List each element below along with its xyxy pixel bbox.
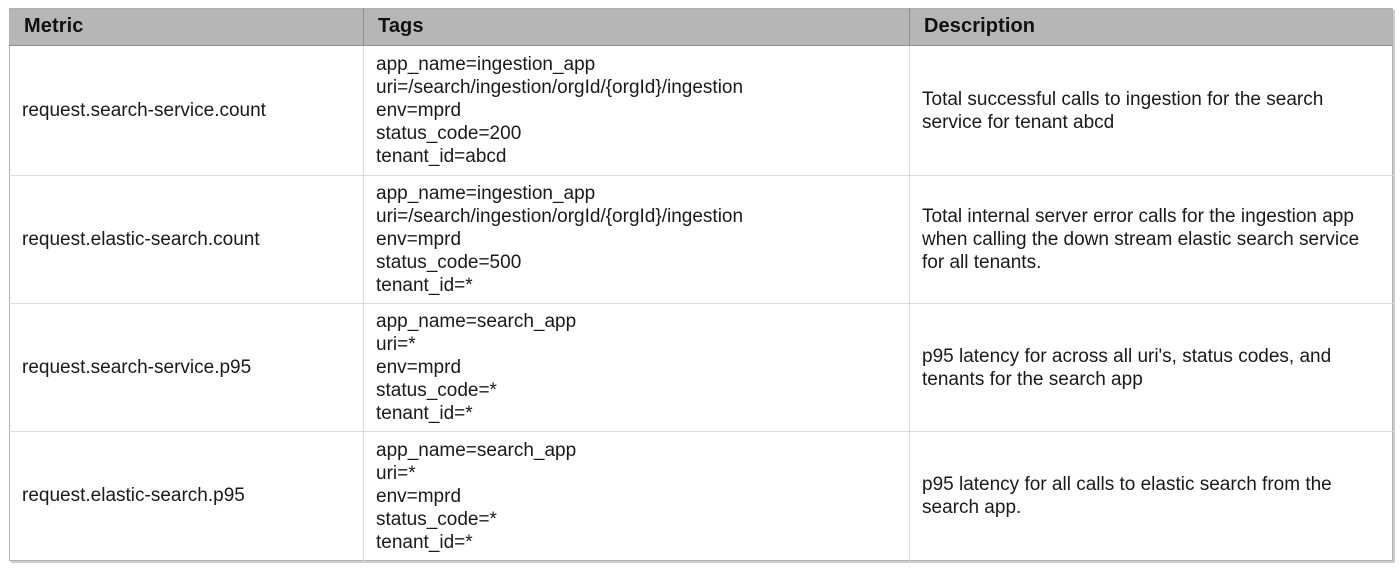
- tag-uri: uri=*: [376, 462, 416, 484]
- table-row: request.search-service.count app_name=in…: [9, 45, 1393, 176]
- tag-tenant-id: tenant_id=*: [376, 531, 473, 553]
- tag-status-code: status_code=500: [376, 252, 522, 273]
- tag-uri: uri=*: [376, 334, 416, 355]
- description-text: p95 latency for across all uri's, status…: [922, 345, 1332, 390]
- tag-env: env=mprd: [376, 357, 462, 378]
- tag-env: env=mprd: [376, 485, 462, 507]
- table-row: request.elastic-search.count app_name=in…: [9, 175, 1393, 304]
- tag-env: env=mprd: [376, 229, 462, 250]
- description-cell: p95 latency for all calls to elastic sea…: [909, 431, 1393, 561]
- metric-name-cell: request.search-service.p95: [9, 303, 364, 432]
- column-header-metric: Metric: [9, 8, 364, 46]
- tags-cell: app_name=ingestion_app uri=/search/inges…: [363, 45, 910, 176]
- description-cell: p95 latency for across all uri's, status…: [909, 303, 1393, 432]
- table-header-row: Metric Tags Description: [9, 8, 1393, 46]
- tag-env: env=mprd: [376, 100, 462, 121]
- tag-app-name: app_name=ingestion_app: [376, 183, 596, 204]
- metrics-table: Metric Tags Description request.search-s…: [9, 8, 1393, 561]
- description-cell: Total internal server error calls for th…: [909, 175, 1393, 304]
- tags-cell: app_name=ingestion_app uri=/search/inges…: [363, 175, 910, 304]
- column-header-description: Description: [909, 8, 1393, 46]
- table-header: Metric Tags Description: [9, 8, 1393, 46]
- description-text: p95 latency for all calls to elastic sea…: [922, 474, 1332, 518]
- table-body: request.search-service.count app_name=in…: [9, 45, 1393, 561]
- tag-app-name: app_name=search_app: [376, 311, 577, 332]
- column-header-tags: Tags: [363, 8, 910, 46]
- tag-status-code: status_code=*: [376, 380, 497, 401]
- tag-tenant-id: tenant_id=abcd: [376, 146, 507, 167]
- table-row: request.search-service.p95 app_name=sear…: [9, 303, 1393, 432]
- table-row: request.elastic-search.p95 app_name=sear…: [9, 431, 1393, 561]
- metric-name-cell: request.search-service.count: [9, 45, 364, 176]
- metric-name-cell: request.elastic-search.p95: [9, 431, 364, 561]
- tag-tenant-id: tenant_id=*: [376, 403, 473, 424]
- tag-app-name: app_name=ingestion_app: [376, 54, 596, 75]
- tag-uri: uri=/search/ingestion/orgId/{orgId}/inge…: [376, 77, 744, 98]
- description-text: Total successful calls to ingestion for …: [922, 88, 1324, 133]
- tags-cell: app_name=search_app uri=* env=mprd statu…: [363, 303, 910, 432]
- tags-cell: app_name=search_app uri=* env=mprd statu…: [363, 431, 910, 561]
- description-text: Total internal server error calls for th…: [922, 206, 1360, 273]
- description-cell: Total successful calls to ingestion for …: [910, 46, 1393, 176]
- tag-tenant-id: tenant_id=*: [376, 275, 473, 296]
- metric-name-cell: request.elastic-search.count: [9, 175, 364, 304]
- tag-status-code: status_code=*: [376, 508, 497, 530]
- tag-app-name: app_name=search_app: [376, 439, 577, 461]
- tag-uri: uri=/search/ingestion/orgId/{orgId}/inge…: [376, 206, 744, 227]
- tag-status-code: status_code=200: [376, 123, 522, 144]
